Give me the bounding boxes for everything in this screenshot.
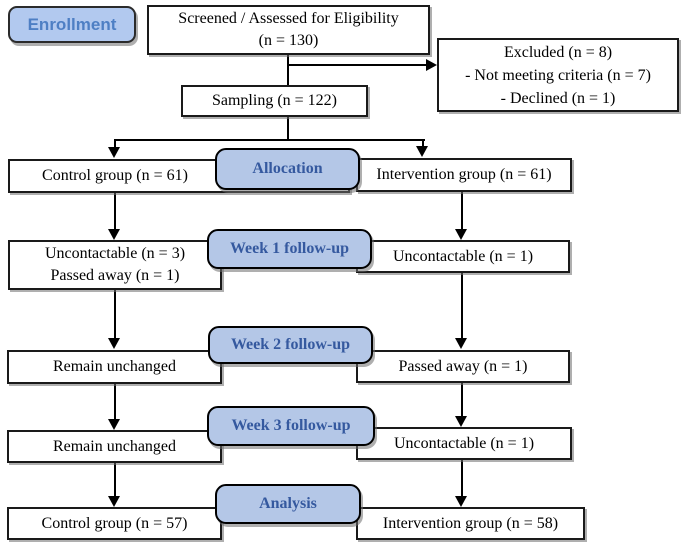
intervention-allocation-box: Intervention group (n = 61) xyxy=(356,158,572,192)
connector-intervention-to-week3 xyxy=(461,383,463,417)
arrowhead-control-allocation xyxy=(108,147,120,158)
control-week2-box: Remain unchanged xyxy=(7,350,222,384)
intervention-week3-box: Uncontactable (n = 1) xyxy=(356,427,572,460)
connector-intervention-to-week2 xyxy=(461,273,463,339)
connector-control-to-week2 xyxy=(114,290,116,339)
connector-intervention-to-analysis xyxy=(461,460,463,497)
connector-control-to-week1 xyxy=(114,193,116,230)
arrowhead-intervention-allocation xyxy=(416,146,428,157)
intervention-week2-box: Passed away (n = 1) xyxy=(356,350,570,383)
arrowhead-excluded xyxy=(426,59,437,71)
intervention-analysis-box: Intervention group (n = 58) xyxy=(356,507,585,540)
screened-count: (n = 130) xyxy=(258,32,319,49)
allocation-stage-label: Allocation xyxy=(215,148,360,190)
excluded-reason-1: - Not meeting criteria (n = 7) xyxy=(465,66,651,84)
control-allocation-label: Control group (n = 61) xyxy=(42,167,188,184)
excluded-box: Excluded (n = 8) - Not meeting criteria … xyxy=(437,38,679,112)
connector-control-to-analysis xyxy=(114,463,116,497)
connector-intervention-to-week1 xyxy=(461,192,463,230)
week2-stage-label: Week 2 follow-up xyxy=(208,326,373,364)
sampling-box: Sampling (n = 122) xyxy=(181,85,368,117)
arrowhead-intervention-analysis xyxy=(455,496,467,507)
connector-control-to-week3 xyxy=(114,384,116,420)
control-week1-line1: Uncontactable (n = 3) xyxy=(44,245,186,262)
intervention-week1-box: Uncontactable (n = 1) xyxy=(356,240,570,273)
control-week3-box: Remain unchanged xyxy=(7,430,222,463)
connector-screened-to-sampling xyxy=(287,55,289,86)
arrowhead-intervention-week1 xyxy=(455,229,467,240)
week3-stage-label: Week 3 follow-up xyxy=(207,406,375,446)
screened-line1: Screened / Assessed for Eligibility xyxy=(178,10,399,27)
control-analysis-box: Control group (n = 57) xyxy=(7,507,222,540)
connector-split-line xyxy=(114,139,425,141)
analysis-stage-label: Analysis xyxy=(215,484,361,524)
week1-stage-label: Week 1 follow-up xyxy=(207,229,372,269)
excluded-reason-2: - Declined (n = 1) xyxy=(500,89,616,107)
enrollment-stage-label: Enrollment xyxy=(8,6,136,43)
screened-box: Screened / Assessed for Eligibility (n =… xyxy=(147,5,430,55)
connector-split-right xyxy=(422,139,424,147)
connector-sampling-to-split xyxy=(287,117,289,141)
connector-split-left xyxy=(114,139,116,148)
excluded-title: Excluded (n = 8) xyxy=(503,43,613,61)
connector-to-excluded xyxy=(288,64,426,66)
control-week1-line2: Passed away (n = 1) xyxy=(50,267,180,284)
arrowhead-control-analysis xyxy=(108,496,120,507)
arrowhead-intervention-week2 xyxy=(455,338,467,349)
arrowhead-control-week1 xyxy=(108,229,120,240)
arrowhead-intervention-week3 xyxy=(455,416,467,427)
arrowhead-control-week2 xyxy=(108,338,120,349)
control-week1-box: Uncontactable (n = 3) Passed away (n = 1… xyxy=(8,240,222,290)
arrowhead-control-week3 xyxy=(108,419,120,430)
